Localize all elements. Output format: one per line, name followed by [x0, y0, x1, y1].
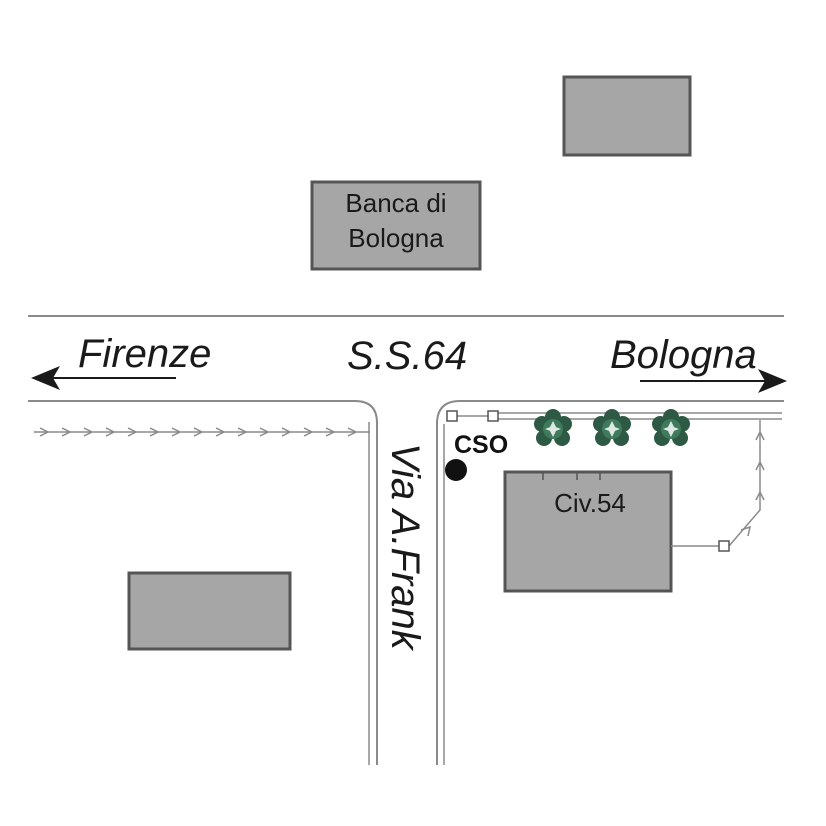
label-cso: CSO — [454, 431, 508, 459]
label-firenze: Firenze — [78, 332, 211, 376]
pipe-east — [671, 420, 765, 547]
building-civ54 — [503, 470, 673, 593]
tree-icon — [593, 409, 631, 446]
label-via-frank: Via A.Frank — [383, 443, 427, 652]
label-banca-line2: Bologna — [348, 223, 444, 253]
pipe-node-east — [718, 540, 730, 552]
fence-west — [34, 427, 370, 437]
pipe-node-lane — [487, 410, 499, 422]
tree-icon — [534, 409, 572, 446]
arrow-right-icon — [640, 369, 787, 393]
label-banca-line1: Banca di — [345, 188, 446, 218]
building-top-right — [562, 75, 692, 157]
road-ss64-south-edge-west — [28, 400, 378, 765]
label-bologna: Bologna — [610, 333, 757, 377]
label-civ54: Civ.54 — [554, 488, 626, 518]
pipe-node-corner — [446, 410, 458, 422]
building-bottom-left — [127, 571, 292, 651]
road-ss64-south-edge-east — [436, 400, 784, 765]
label-ss64: S.S.64 — [347, 334, 467, 378]
cso-marker-icon — [445, 459, 467, 481]
tree-icon — [652, 409, 690, 446]
arrow-left-icon — [31, 366, 176, 390]
building-banca-di-bologna — [310, 180, 482, 271]
